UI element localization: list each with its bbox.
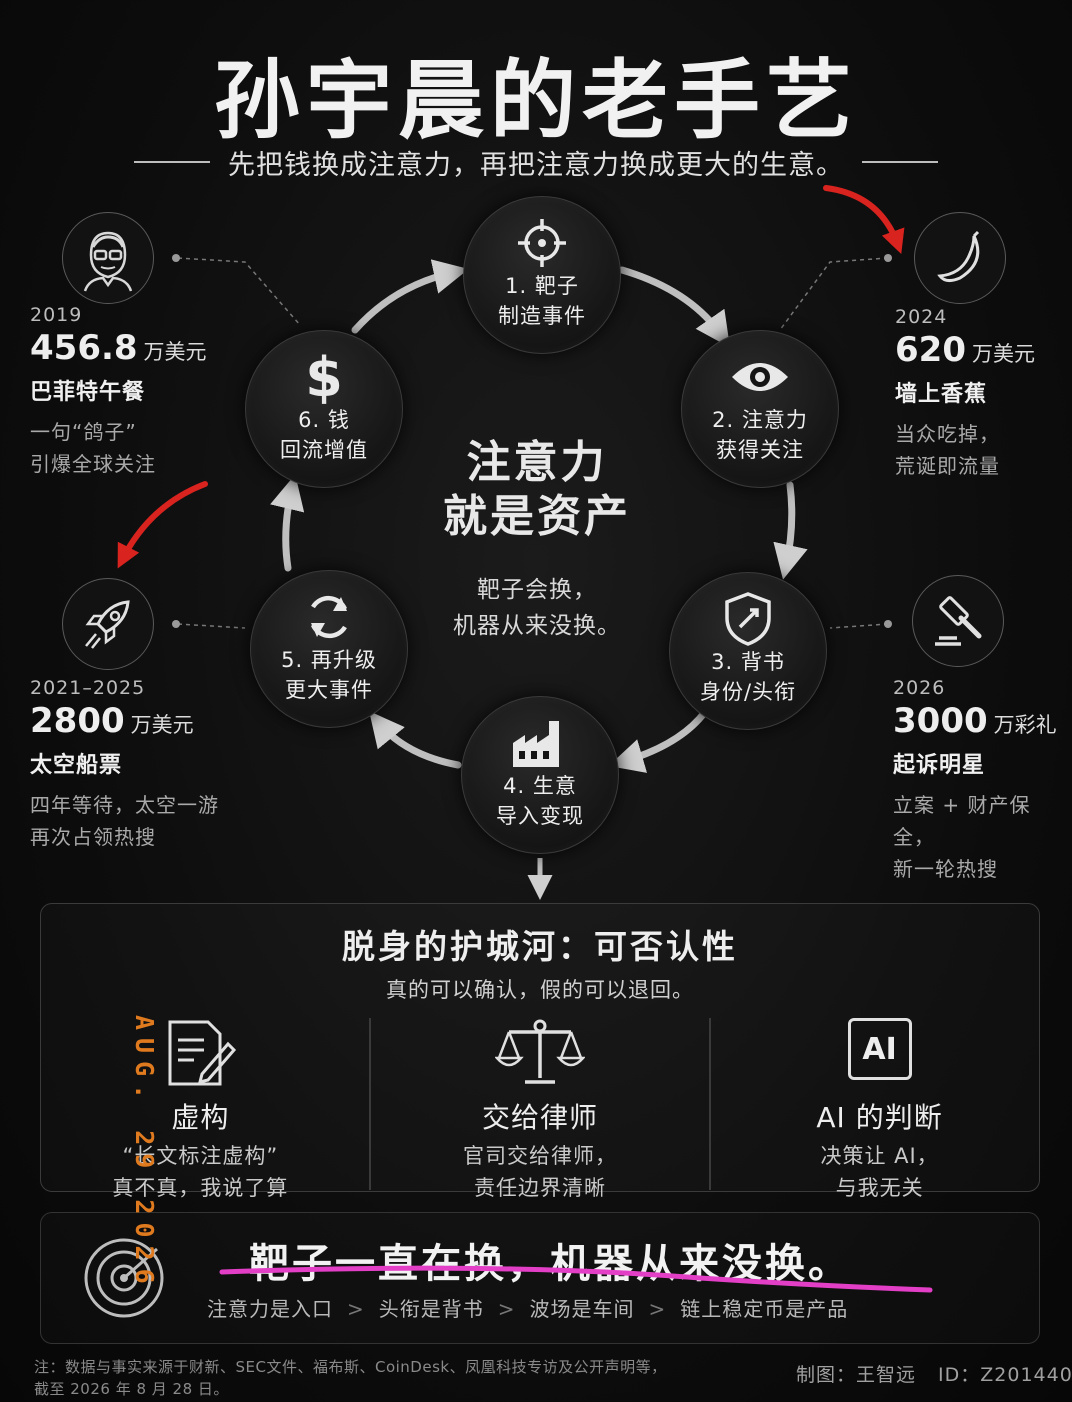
center-title-line1: 注意力 [466,437,608,488]
target-icon [81,1235,167,1325]
dash-left-top [177,257,301,326]
moat-title: 脱身的护城河：可否认性 [342,927,738,966]
red-annotation-arrow-top [823,185,905,255]
credit-id: ID：Z201440 [938,1364,1072,1386]
center-sub-line2: 机器从来没换。 [453,613,621,639]
cycle-step-1: 1. 靶子 制造事件 [463,196,621,354]
factory-icon [509,715,571,771]
dash-right-top [779,257,889,331]
date-stamp: AUG. 29 2026 [130,1015,159,1292]
page-subtitle: 先把钱换成注意力，再把注意力换成更大的生意。 [228,149,844,181]
crosshair-icon [515,215,569,271]
cycle-step-5: 5. 再升级 更大事件 [250,570,408,728]
cycle-step-6: $ 6. 钱 回流增值 [245,330,403,488]
moat-col-lawyer: 交给律师 官司交给律师， 责任边界清晰 [390,1018,690,1200]
chain-item-1: 注意力是入口 [207,1297,333,1321]
cycle-step-3: 3. 背书 身份/头衔 [669,572,827,730]
shield-icon [723,591,773,647]
footnote: 注：数据与事实来源于财新、SEC文件、福布斯、CoinDesk、凤凰科技专访及公… [34,1358,667,1398]
cycle-center: 注意力 就是资产 靶子会换， 机器从来没换。 [390,436,684,644]
arrow-6-to-1 [351,259,469,334]
refresh-icon [301,589,357,645]
credit-author: 制图：王智远 [796,1364,917,1386]
center-sub-line1: 靶子会换， [477,577,597,603]
rocket-icon [62,578,154,670]
ai-icon: AI [847,1018,912,1080]
buffett-portrait-icon [62,212,154,304]
arrow-2-to-3 [773,481,808,580]
credit: 制图：王智远 ID：Z201440 [796,1360,1072,1387]
arrow-3-to-4 [608,708,709,773]
page-title: 孙宇晨的老手艺 [214,51,858,151]
chain-row: 注意力是入口 > 头衔是背书 > 波场是车间 > 链上稳定币是产品 [207,1293,848,1322]
chain-separator: > [347,1297,365,1321]
chain-separator: > [648,1297,667,1321]
subtitle-row: 先把钱换成注意力，再把注意力换成更大的生意。 [110,140,962,184]
slogan-panel: 靶子一直在换，机器从来没换。 注意力是入口 > 头衔是背书 > 波场是车间 > 链上稳定币是… [40,1212,1040,1344]
arrow-5-to-6 [270,474,305,572]
slogan: 靶子一直在换，机器从来没换。 [249,1241,851,1287]
moat-panel: 脱身的护城河：可否认性 真的可以确认，假的可以退回。 虚构 “长文标注虚构” 真… [40,903,1040,1200]
subtitle-rule-left [134,161,210,163]
document-edit-icon [50,1018,350,1092]
moat-col-ai: AI AI 的判断 决策让 AI， 与我无关 [730,1018,1030,1200]
dollar-icon: $ [302,348,346,406]
svg-text:$: $ [305,348,343,406]
eye-icon [729,349,791,405]
scales-icon [390,1018,690,1092]
cycle-step-4: 4. 生意 导入变现 [461,696,619,854]
chain-item-2: 头衔是背书 [378,1297,484,1321]
moat-divider-1 [369,1018,372,1190]
moat-subtitle: 真的可以确认，假的可以退回。 [386,978,694,1002]
cycle-step-2: 2. 注意力 获得关注 [681,330,839,488]
subtitle-rule-right [862,161,938,163]
arrow-4-to-5 [369,711,462,769]
moat-col-fiction: 虚构 “长文标注虚构” 真不真，我说了算 [50,1018,350,1200]
center-title-line2: 就是资产 [443,491,631,542]
red-annotation-arrow-left [117,481,208,569]
banana-icon [914,212,1006,304]
moat-divider-2 [708,1018,711,1190]
dash-left-bottom [177,623,246,629]
chain-item-4: 链上稳定币是产品 [680,1297,849,1321]
chain-separator: > [497,1297,516,1321]
dash-right-bottom [829,623,889,629]
arrow-1-to-2 [618,266,730,348]
gavel-icon [912,575,1004,667]
chain-item-3: 波场是车间 [529,1297,635,1321]
